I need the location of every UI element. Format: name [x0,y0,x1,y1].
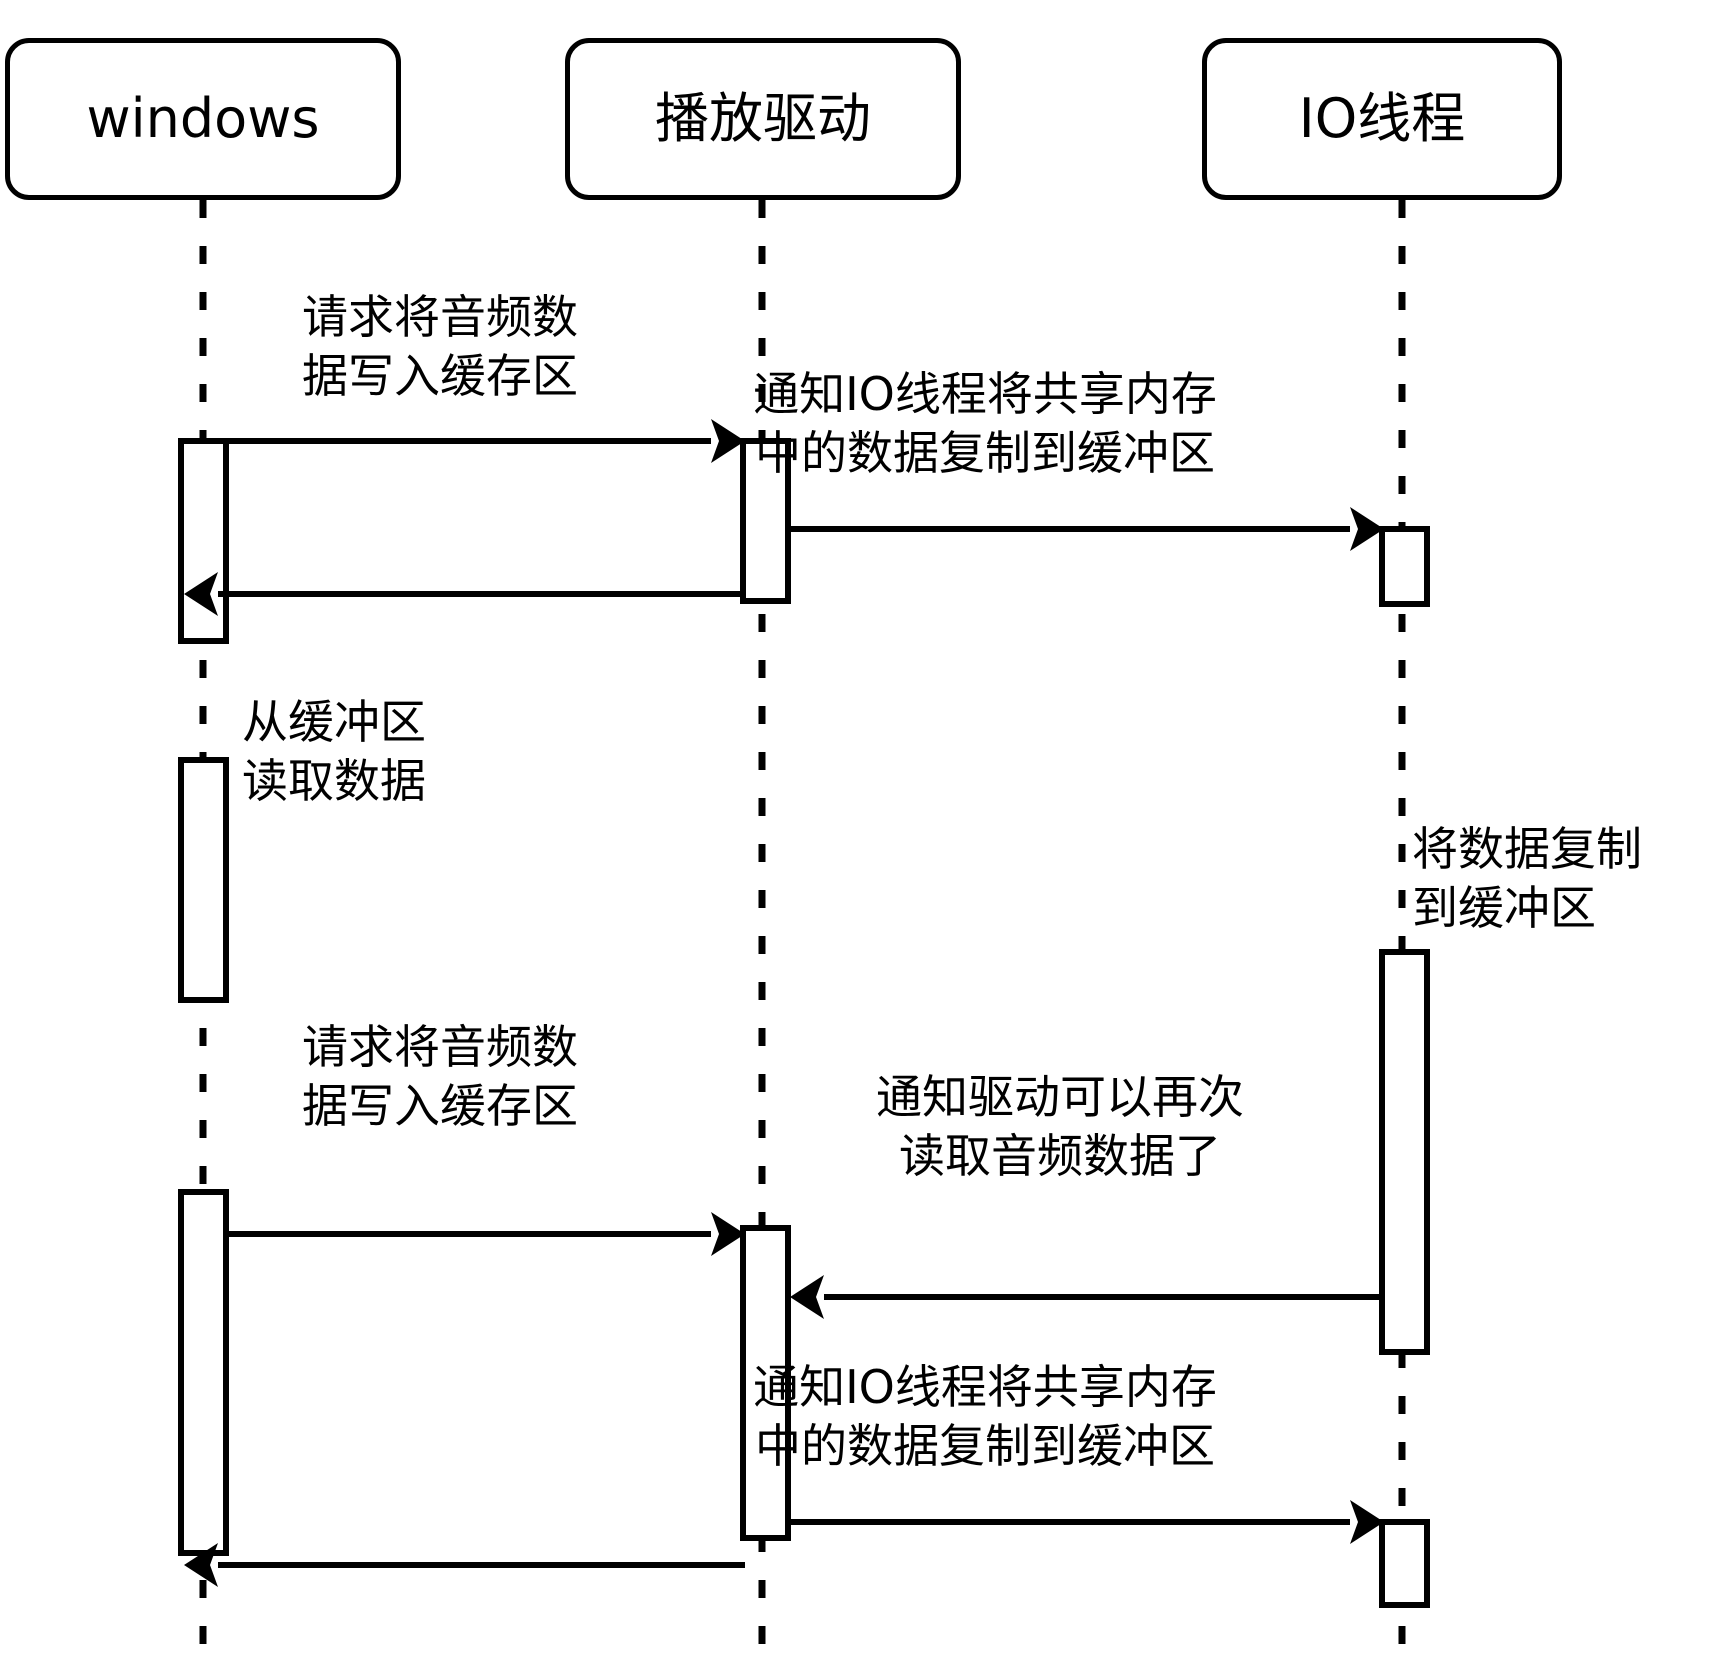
message-arrow-m7 [184,1543,745,1587]
activation-bar-iothread [1379,949,1430,1355]
message-label-m5: 通知驱动可以再次读取音频数据了 [876,1068,1244,1186]
activation-bar-iothread [1379,526,1430,607]
participant-box-iothread[interactable]: IO线程 [1202,38,1562,200]
message-label-m4-line-1: 据写入缓存区 [302,1078,578,1133]
self-note-label-n1-line-1: 读取数据 [242,753,426,808]
message-label-m1-line-0: 请求将音频数 [302,290,578,344]
activation-bar-driver [740,1225,791,1541]
participant-box-driver[interactable]: 播放驱动 [565,38,961,200]
message-label-m2: 通知IO线程将共享内存中的数据复制到缓冲区 [753,365,1217,483]
participant-label-iothread: IO线程 [1298,87,1466,151]
message-label-m2-line-1: 中的数据复制到缓冲区 [755,425,1215,480]
activation-bar-windows [178,438,229,644]
message-arrow-m3 [184,572,745,616]
message-label-m6-line-0: 通知IO线程将共享内存 [753,1360,1217,1414]
message-label-m2-line-0: 通知IO线程将共享内存 [753,367,1217,421]
message-label-m6-line-1: 中的数据复制到缓冲区 [755,1418,1215,1473]
message-arrow-m1 [226,419,745,463]
self-note-label-n1-line-0: 从缓冲区 [242,695,426,749]
message-label-m5-line-1: 读取音频数据了 [899,1128,1221,1183]
self-note-label-n2-line-1: 到缓冲区 [1412,880,1596,935]
self-note-label-n2: 将数据复制到缓冲区 [1412,820,1642,938]
activation-bar-driver [740,438,791,604]
message-label-m1: 请求将音频数据写入缓存区 [302,288,578,406]
participant-box-windows[interactable]: windows [5,38,401,200]
message-label-m4-line-0: 请求将音频数 [302,1020,578,1074]
message-label-m5-line-0: 通知驱动可以再次 [876,1070,1244,1124]
message-arrows-group [184,419,1384,1587]
activation-bars-group [178,438,1430,1608]
message-arrow-m6 [788,1500,1384,1544]
self-note-label-n2-line-0: 将数据复制 [1412,822,1642,876]
message-arrow-m2 [788,507,1384,551]
message-arrow-m5 [790,1275,1382,1319]
message-label-m6: 通知IO线程将共享内存中的数据复制到缓冲区 [753,1358,1217,1476]
self-note-label-n1: 从缓冲区读取数据 [242,693,426,811]
participant-label-windows: windows [86,87,320,151]
activation-bar-iothread [1379,1519,1430,1608]
message-label-m4: 请求将音频数据写入缓存区 [302,1018,578,1136]
message-arrow-m4 [226,1212,745,1256]
participant-label-driver: 播放驱动 [655,87,871,151]
activation-bar-windows [178,1189,229,1556]
message-label-m1-line-1: 据写入缓存区 [302,348,578,403]
activation-bar-windows [178,757,229,1003]
